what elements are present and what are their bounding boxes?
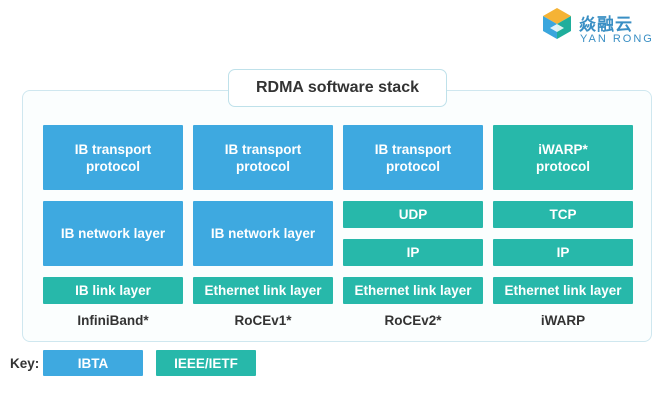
- key-ieee-ietf-swatch: IEEE/IETF: [156, 350, 256, 376]
- rocev2-link-block: Ethernet link layer: [343, 277, 483, 304]
- iwarp-ip-block: IP: [493, 239, 633, 266]
- key-label: Key:: [10, 356, 40, 371]
- cube-logo-icon: [543, 8, 571, 39]
- yanrong-logo: 焱融云 YAN RONG: [535, 6, 660, 50]
- rocev2-ip-block: IP: [343, 239, 483, 266]
- iwarp-transport-block: iWARP* protocol: [493, 125, 633, 190]
- diagram-title: RDMA software stack: [228, 69, 447, 107]
- column-label-infiniband: InfiniBand*: [77, 313, 149, 328]
- ib-network-block: IB network layer: [43, 201, 183, 266]
- rocev1-transport-block: IB transport protocol: [193, 125, 333, 190]
- rocev2-transport-block: IB transport protocol: [343, 125, 483, 190]
- rocev1-network-block: IB network layer: [193, 201, 333, 266]
- logo-english-text: YAN RONG: [580, 33, 654, 45]
- rocev2-udp-block: UDP: [343, 201, 483, 228]
- rocev1-link-block: Ethernet link layer: [193, 277, 333, 304]
- logo-chinese-text: 焱融云: [579, 15, 633, 35]
- iwarp-tcp-block: TCP: [493, 201, 633, 228]
- column-label-iwarp: iWARP: [540, 313, 586, 328]
- column-label-rocev2: RoCEv2*: [384, 313, 442, 328]
- iwarp-link-block: Ethernet link layer: [493, 277, 633, 304]
- column-label-rocev1: RoCEv1*: [234, 313, 292, 328]
- ib-link-block: IB link layer: [43, 277, 183, 304]
- ib-transport-block: IB transport protocol: [43, 125, 183, 190]
- key-ibta-swatch: IBTA: [43, 350, 143, 376]
